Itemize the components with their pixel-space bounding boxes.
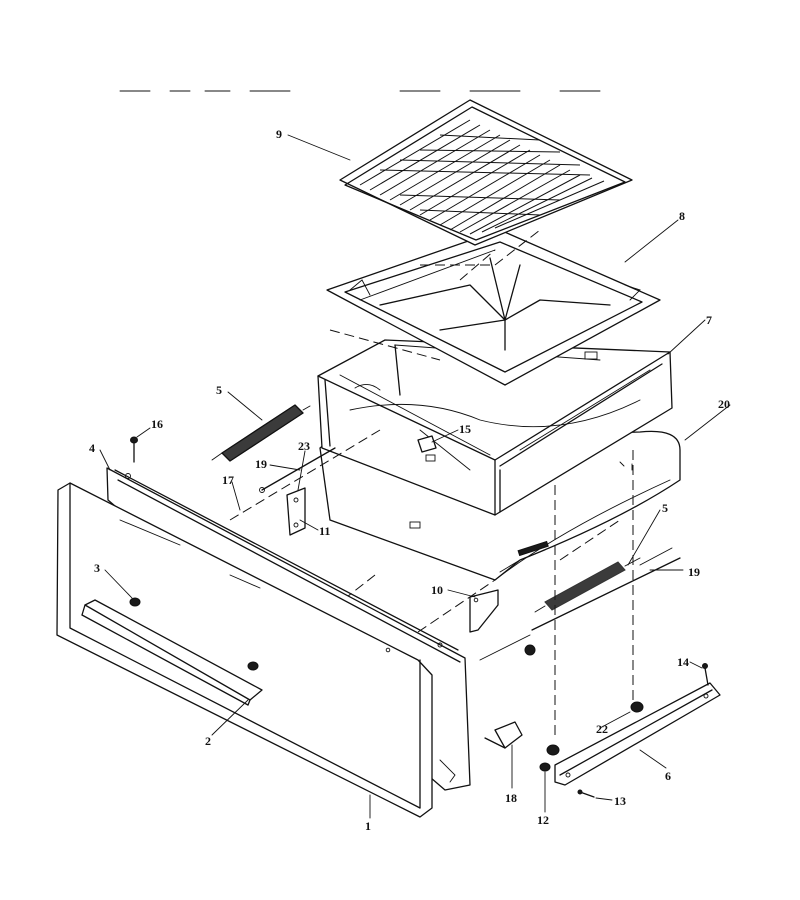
- callout-19-lower: 19: [688, 565, 700, 579]
- callout-13: 13: [614, 794, 626, 808]
- callout-22: 22: [596, 722, 608, 736]
- callout-17: 17: [222, 473, 234, 487]
- callout-8: 8: [679, 209, 685, 223]
- part-8-broil-pan: [326, 229, 661, 386]
- callout-6: 6: [665, 769, 671, 783]
- callout-20: 20: [718, 397, 730, 411]
- callout-labels: 1 2 3 4 5 5 6 7 8 9 10 11 12 13 14 15 16…: [89, 127, 730, 833]
- part-7-drawer-box: [317, 339, 673, 529]
- callout-23: 23: [298, 439, 310, 453]
- part-9-grid-rack: [339, 99, 633, 246]
- grate-slots: [359, 119, 605, 235]
- part-11-bracket: [286, 487, 306, 536]
- callout-3: 3: [94, 561, 100, 575]
- callout-1: 1: [365, 819, 371, 833]
- part-13-screw: [577, 789, 595, 798]
- part-22-rollers: [524, 644, 644, 756]
- part-15-clip: [417, 435, 437, 462]
- part-1-drawer-front: [56, 482, 433, 818]
- part-16-screw: [130, 436, 138, 463]
- callout-7: 7: [706, 313, 712, 327]
- leader-lines: [99, 134, 731, 819]
- part-5-spring-upper: [211, 404, 311, 462]
- callout-11: 11: [319, 524, 330, 538]
- callout-5-lower: 5: [662, 501, 668, 515]
- part-12-roller: [539, 762, 551, 772]
- part-19-rod-upper: [259, 447, 336, 493]
- callout-15: 15: [459, 422, 471, 436]
- part-10-bracket: [469, 589, 499, 633]
- callout-9: 9: [276, 127, 282, 141]
- part-14-screw: [702, 663, 709, 686]
- callout-14: 14: [677, 655, 689, 669]
- part-6-slide-rail: [554, 682, 721, 786]
- part-3-screws: [129, 597, 259, 671]
- callout-4: 4: [89, 441, 95, 455]
- callout-19-upper: 19: [255, 457, 267, 471]
- part-5-spring-lower: [534, 557, 641, 613]
- callout-10: 10: [431, 583, 443, 597]
- callout-16: 16: [151, 417, 163, 431]
- part-2-handle: [81, 599, 263, 706]
- part-18-hinge: [484, 721, 523, 749]
- callout-2: 2: [205, 734, 211, 748]
- callout-5-upper: 5: [216, 383, 222, 397]
- callout-12: 12: [537, 813, 549, 827]
- callout-18: 18: [505, 791, 517, 805]
